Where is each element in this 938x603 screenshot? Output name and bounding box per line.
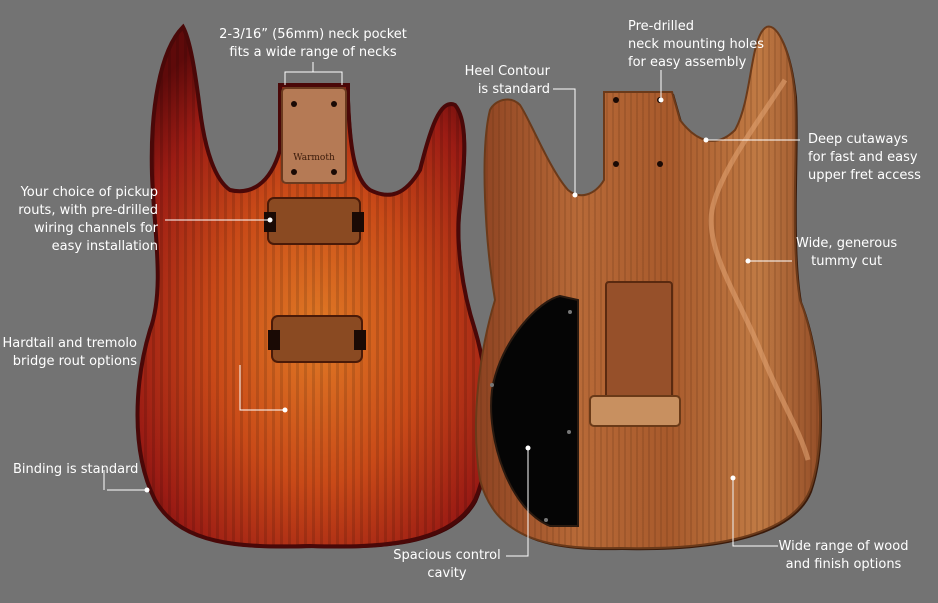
- callout-wood-options-line1: Wide range of wood: [778, 539, 909, 554]
- callout-neck-pocket: 2-3/16” (56mm) neck pocket fits a wide r…: [218, 26, 408, 62]
- callout-mounting-holes-line2: neck mounting holes: [628, 37, 765, 52]
- tremolo-cavity: [605, 281, 673, 399]
- callout-pickup-routs-line4: easy installation: [51, 239, 158, 254]
- callout-mounting-holes-line1: Pre-drilled: [628, 19, 695, 34]
- callout-heel-contour-line2: is standard: [477, 82, 550, 97]
- callout-control-cavity-line2: cavity: [427, 566, 467, 581]
- callout-dots: [144, 97, 751, 493]
- callout-deep-cutaways-line2: for fast and easy: [808, 150, 918, 165]
- callout-tummy-cut: Wide, generous tummy cut: [796, 235, 897, 271]
- bridge-pickup-rout: [271, 315, 363, 363]
- callout-binding: Binding is standard: [13, 461, 138, 479]
- callout-pickup-routs-line1: Your choice of pickup: [20, 185, 158, 200]
- callout-heel-contour-line1: Heel Contour: [464, 64, 550, 79]
- callout-pickup-routs-line2: routs, with pre-drilled: [18, 203, 158, 218]
- callout-pickup-routs: Your choice of pickup routs, with pre-dr…: [0, 184, 158, 256]
- callout-deep-cutaways: Deep cutaways for fast and easy upper fr…: [808, 131, 921, 185]
- callout-wood-options-line2: and finish options: [785, 557, 902, 572]
- callout-neck-pocket-line2: fits a wide range of necks: [229, 45, 397, 60]
- callout-mounting-holes: Pre-drilled neck mounting holes for easy…: [628, 18, 764, 72]
- callout-bridge-routs: Hardtail and tremolo bridge rout options: [0, 335, 137, 371]
- callout-heel-contour: Heel Contour is standard: [450, 63, 550, 99]
- warmoth-logo: Warmoth: [293, 153, 335, 163]
- callout-binding-line1: Binding is standard: [13, 462, 139, 477]
- neck-pickup-rout: [267, 197, 361, 245]
- callout-bridge-routs-line1: Hardtail and tremolo: [2, 336, 137, 351]
- front-body: Warmoth: [135, 25, 491, 549]
- callout-bridge-routs-line2: bridge rout options: [12, 354, 137, 369]
- callout-wood-options: Wide range of wood and finish options: [776, 538, 911, 574]
- callout-mounting-holes-line3: for easy assembly: [628, 55, 747, 70]
- callout-control-cavity: Spacious control cavity: [392, 547, 502, 583]
- callout-deep-cutaways-line3: upper fret access: [808, 168, 921, 183]
- callout-neck-pocket-line1: 2-3/16” (56mm) neck pocket: [219, 27, 407, 42]
- callout-control-cavity-line1: Spacious control: [393, 548, 501, 563]
- neck-pocket: [281, 87, 347, 184]
- control-cavity-cover: [490, 294, 579, 527]
- tummy-cut: [708, 78, 811, 461]
- callout-deep-cutaways-line1: Deep cutaways: [808, 132, 908, 147]
- back-body: [474, 25, 823, 551]
- callout-lines: [103, 62, 800, 557]
- callout-tummy-cut-line1: Wide, generous: [796, 236, 898, 251]
- callout-pickup-routs-line3: wiring channels for: [33, 221, 158, 236]
- callout-tummy-cut-line2: tummy cut: [811, 254, 883, 269]
